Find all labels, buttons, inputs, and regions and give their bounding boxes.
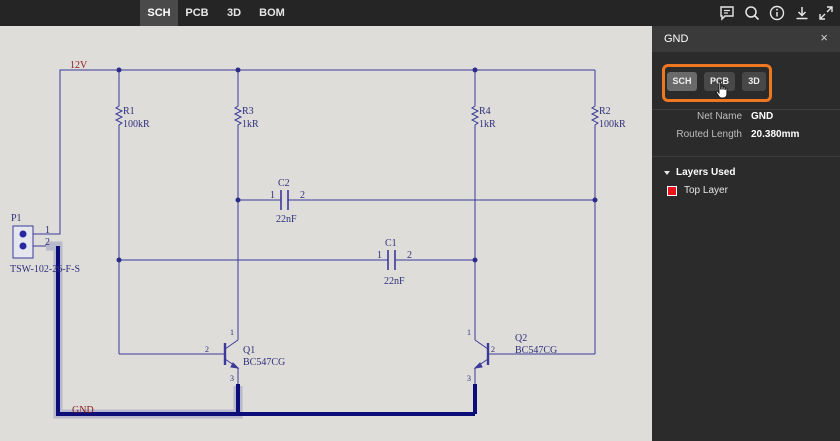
- view-button-3d[interactable]: 3D: [742, 72, 766, 91]
- net-label-gnd: GND: [72, 405, 94, 416]
- r2-ref: R2: [599, 106, 611, 117]
- c1-pin2: 2: [407, 250, 412, 261]
- tab-pcb[interactable]: PCB: [185, 7, 209, 19]
- expand-icon[interactable]: [817, 4, 835, 22]
- c2-pin1: 1: [270, 190, 275, 201]
- close-icon[interactable]: ×: [820, 30, 828, 45]
- divider: [652, 156, 840, 157]
- q1-ref: Q1: [243, 345, 255, 356]
- c1-value: 22nF: [384, 276, 405, 287]
- net-properties-panel: GND × SCH PCB 3D Net Name GND Routed Len…: [652, 26, 840, 441]
- comment-icon[interactable]: [718, 4, 736, 22]
- c2-value: 22nF: [276, 214, 297, 225]
- p1-connector[interactable]: [12, 225, 46, 259]
- c2-ref: C2: [278, 178, 290, 189]
- r4-ref: R4: [479, 106, 491, 117]
- schematic-drawing: 12V GND P1 TSW-102-26-F-S 1 2 R1 100kR R…: [10, 60, 626, 419]
- info-icon[interactable]: [768, 4, 786, 22]
- r3-value: 1kR: [242, 119, 259, 130]
- c2-pin2: 2: [300, 190, 305, 201]
- capacitor-symbols: [280, 190, 396, 270]
- r1-value: 100kR: [123, 119, 150, 130]
- routed-length-value: 20.380mm: [751, 129, 800, 140]
- r3-ref: R3: [242, 106, 254, 117]
- p1-pin2: 2: [45, 237, 50, 248]
- p1-value: TSW-102-26-F-S: [10, 264, 80, 275]
- q1-value: BC547CG: [243, 357, 285, 368]
- q2-symbol: [473, 330, 500, 384]
- panel-title: GND: [664, 33, 689, 45]
- panel-header: GND ×: [652, 26, 840, 52]
- q2-pin1: 1: [467, 328, 471, 337]
- p1-ref: P1: [11, 213, 22, 224]
- caret-down-icon[interactable]: [663, 169, 671, 177]
- c1-ref: C1: [385, 238, 397, 249]
- c1-pin1: 1: [377, 250, 382, 261]
- p1-pin1: 1: [45, 225, 50, 236]
- q1-pin3: 3: [230, 374, 234, 383]
- q2-ref: Q2: [515, 333, 527, 344]
- routed-length-label: Routed Length: [676, 129, 742, 140]
- q2-value: BC547CG: [515, 345, 557, 356]
- layers-used-heading[interactable]: Layers Used: [676, 167, 736, 178]
- q1-pin2: 2: [205, 345, 209, 354]
- divider: [652, 109, 840, 110]
- net-label-12v: 12V: [70, 60, 88, 71]
- top-layer-swatch: [667, 186, 677, 196]
- r2-value: 100kR: [599, 119, 626, 130]
- tab-sch[interactable]: SCH: [140, 0, 178, 26]
- r1-ref: R1: [123, 106, 135, 117]
- hand-cursor-icon: [715, 81, 728, 99]
- top-toolbar: SCH PCB 3D BOM: [0, 0, 840, 26]
- resistor-symbols: [114, 102, 600, 128]
- tab-3d[interactable]: 3D: [226, 7, 242, 19]
- q1-symbol: [212, 330, 240, 384]
- view-button-sch[interactable]: SCH: [667, 72, 697, 91]
- tab-bom[interactable]: BOM: [259, 7, 285, 19]
- q1-pin1: 1: [230, 328, 234, 337]
- schematic-canvas[interactable]: 12V GND P1 TSW-102-26-F-S 1 2 R1 100kR R…: [0, 26, 652, 441]
- top-layer-label: Top Layer: [684, 185, 728, 196]
- net-name-value: GND: [751, 111, 774, 122]
- q2-pin3: 3: [467, 374, 471, 383]
- net-name-label: Net Name: [696, 111, 742, 122]
- gnd-net-highlight[interactable]: [46, 241, 477, 419]
- q2-pin2: 2: [491, 345, 495, 354]
- view-switch-group: SCH PCB 3D: [662, 64, 772, 102]
- junction-dots: [116, 67, 598, 263]
- search-icon[interactable]: [743, 4, 761, 22]
- r4-value: 1kR: [479, 119, 496, 130]
- download-icon[interactable]: [793, 4, 811, 22]
